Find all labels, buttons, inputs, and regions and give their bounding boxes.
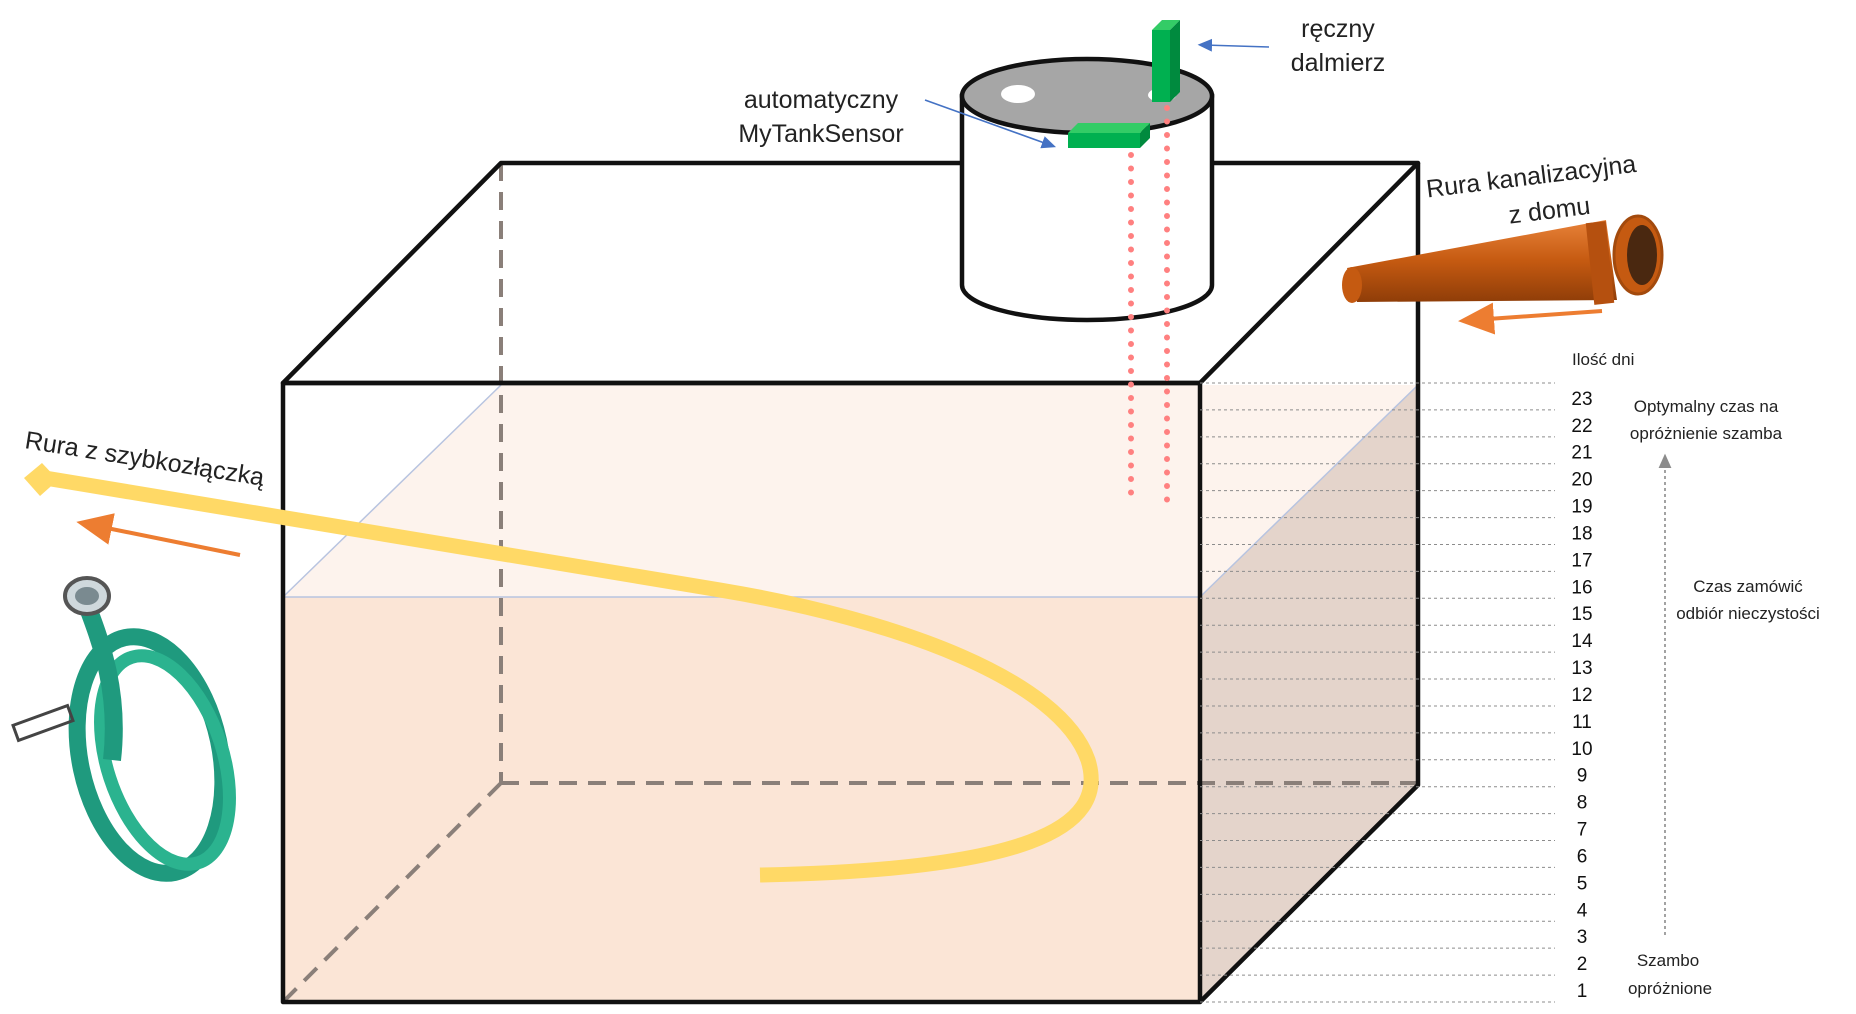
level-sensor <box>1068 123 1150 148</box>
day-tick-label: 16 <box>1571 577 1592 598</box>
sewer-pipe <box>1342 214 1664 305</box>
day-tick-label: 17 <box>1571 550 1592 571</box>
svg-text:automatyczny: automatyczny <box>744 86 899 114</box>
svg-text:ręczny: ręczny <box>1301 15 1375 43</box>
day-tick-label: 5 <box>1577 873 1588 894</box>
day-tick-label: 22 <box>1571 416 1592 437</box>
optimal-time-label: Optymalny czas na opróżnienie szamba <box>1630 397 1783 443</box>
day-tick-label: 6 <box>1577 846 1588 867</box>
hose-coupler-icon <box>24 463 58 496</box>
septic-tank <box>280 160 1421 1005</box>
garden-hose-icon <box>11 576 236 882</box>
emptied-label: Szambo opróżnione <box>1628 951 1712 998</box>
manhole-riser <box>959 56 1215 323</box>
day-tick-label: 11 <box>1572 712 1592 733</box>
day-tick-label: 23 <box>1571 389 1592 410</box>
auto-sensor-label: automatyczny MyTankSensor <box>738 86 903 148</box>
svg-text:dalmierz: dalmierz <box>1291 49 1385 77</box>
day-tick-label: 2 <box>1577 954 1588 975</box>
svg-text:opróżnienie szamba: opróżnienie szamba <box>1630 424 1783 443</box>
day-tick-label: 3 <box>1577 927 1588 948</box>
order-time-label: Czas zamówić odbiór nieczystości <box>1676 577 1820 623</box>
meter-pointer-arrow <box>1197 38 1270 52</box>
day-tick-label: 18 <box>1571 523 1592 544</box>
day-tick-label: 15 <box>1571 604 1592 625</box>
day-tick-label: 21 <box>1571 443 1592 464</box>
tank-hidden-edges <box>281 163 1418 1004</box>
outflow-arrow <box>76 513 241 557</box>
day-tick-label: 12 <box>1571 685 1592 706</box>
svg-text:odbiór nieczystości: odbiór nieczystości <box>1676 604 1820 623</box>
sensor-pointer-arrow <box>924 99 1057 149</box>
day-tick-label: 1 <box>1577 981 1588 1002</box>
day-tick-label: 10 <box>1571 739 1592 760</box>
house-pipe-label: Rura kanalizacyjna z domu <box>1425 150 1638 230</box>
laser-beams <box>1128 105 1170 503</box>
level-guide-lines <box>1200 382 1555 1003</box>
tank-liquid <box>282 384 1419 1002</box>
inflow-arrow <box>1458 302 1603 335</box>
svg-text:Szambo: Szambo <box>1637 951 1699 970</box>
day-tick-label: 4 <box>1577 900 1588 921</box>
manual-meter-label: ręczny dalmierz <box>1291 15 1385 77</box>
day-tick-label: 20 <box>1571 470 1592 491</box>
day-tick-label: 19 <box>1571 497 1592 518</box>
day-tick-label: 7 <box>1577 820 1588 841</box>
suction-hose <box>24 463 1099 883</box>
svg-text:MyTankSensor: MyTankSensor <box>738 120 903 148</box>
svg-text:z domu: z domu <box>1507 192 1592 230</box>
day-tick-label: 14 <box>1571 631 1593 652</box>
day-tick-label: 9 <box>1577 766 1588 787</box>
days-title: Ilość dni <box>1572 350 1634 369</box>
riser-opening <box>1001 85 1035 103</box>
svg-text:Czas zamówić: Czas zamówić <box>1693 577 1803 596</box>
distance-meter <box>1152 20 1180 102</box>
svg-text:Optymalny czas na: Optymalny czas na <box>1634 397 1779 416</box>
day-tick-label: 8 <box>1577 793 1588 814</box>
svg-text:Rura kanalizacyjna: Rura kanalizacyjna <box>1425 150 1638 204</box>
svg-text:opróżnione: opróżnione <box>1628 979 1712 998</box>
day-tick-label: 13 <box>1571 658 1592 679</box>
